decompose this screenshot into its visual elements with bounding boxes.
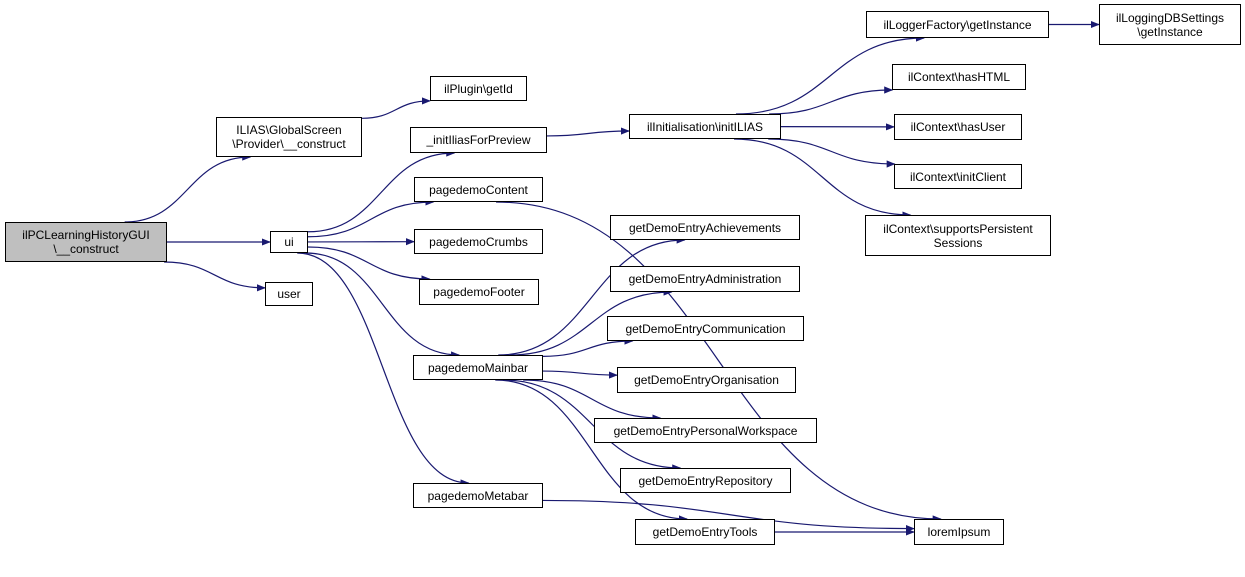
node-getdemoentryadministration[interactable]: getDemoEntryAdministration	[610, 266, 800, 292]
node-provider-construct[interactable]: ILIAS\GlobalScreen\Provider\__construct	[216, 117, 362, 157]
edge-ui-to-pagedemo_metabar	[297, 252, 470, 487]
node-pagedemocrumbs[interactable]: pagedemoCrumbs	[414, 229, 543, 254]
node-ilpclearninghistorygui-construct[interactable]: ilPCLearningHistoryGUI\__construct	[5, 222, 167, 262]
edge-init_ilias-to-context_persistent	[734, 138, 912, 219]
node-label-line: getDemoEntryPersonalWorkspace	[613, 423, 798, 438]
edge-ui-to-pagedemo_mainbar	[305, 252, 461, 359]
node-label-line: ilInitialisation\initILIAS	[646, 119, 764, 134]
edge-pagedemo_mainbar-to-entry_tools	[495, 379, 688, 523]
node-label-line: pagedemoCrumbs	[429, 234, 528, 249]
node-label-line: loremIpsum	[927, 525, 991, 539]
node-label-line: ilPCLearningHistoryGUI	[22, 228, 150, 242]
node-label-line: user	[277, 287, 301, 301]
node-label-line: ui	[284, 235, 294, 249]
node-label-line: ilLoggingDBSettings	[1115, 10, 1225, 25]
node-pagedemometabar[interactable]: pagedemoMetabar	[413, 483, 543, 508]
node-ui[interactable]: ui	[270, 231, 308, 253]
node-label-line: _initIliasForPreview	[426, 133, 531, 147]
node-illoggerfactory-getinstance[interactable]: ilLoggerFactory\getInstance	[866, 11, 1049, 38]
node-label-line: ilContext\supportsPersistent	[883, 221, 1033, 236]
node-getdemoentrypersonalworkspace[interactable]: getDemoEntryPersonalWorkspace	[594, 418, 817, 443]
node-getdemoentrycommunication[interactable]: getDemoEntryCommunication	[607, 316, 804, 341]
edge-init_ilias_preview-to-init_ilias	[546, 127, 630, 137]
edge-ui-to-init_ilias_preview	[307, 149, 456, 233]
node-label-line: \Provider\__construct	[232, 137, 346, 151]
edge-init_ilias-to-logger_factory	[735, 34, 925, 115]
edge-pagedemo_mainbar-to-entry_repository	[503, 379, 682, 472]
node-label-line: Sessions	[933, 235, 983, 250]
node-label-line: \getInstance	[1137, 24, 1203, 39]
node-label-line: getDemoEntryRepository	[638, 473, 773, 488]
edge-init_ilias-to-context_hashtml	[769, 86, 894, 115]
node-illoggingdbsettings-getinstance[interactable]: ilLoggingDBSettings\getInstance	[1099, 4, 1241, 45]
node-initiliasforpreview[interactable]: _initIliasForPreview	[410, 127, 547, 153]
edge-pagedemo_mainbar-to-entry_achievements	[498, 236, 686, 356]
node-label-line: pagedemoFooter	[433, 285, 525, 299]
node-ilcontext-hashtml[interactable]: ilContext\hasHTML	[892, 64, 1026, 90]
node-pagedemomainbar[interactable]: pagedemoMainbar	[413, 355, 543, 380]
node-getdemoentryachievements[interactable]: getDemoEntryAchievements	[610, 215, 800, 240]
edge-init_ilias-to-context_initclient	[768, 138, 896, 168]
node-label-line: ilContext\hasHTML	[907, 70, 1011, 84]
node-label-line: getDemoEntryAdministration	[628, 272, 782, 286]
node-label-line: getDemoEntryOrganisation	[634, 373, 779, 387]
edge-provider_construct-to-plugin_getid	[361, 97, 431, 119]
node-label-line: ilLoggerFactory\getInstance	[883, 17, 1032, 32]
node-label-line: ilPlugin\getId	[444, 81, 513, 96]
node-ilplugin-getid[interactable]: ilPlugin\getId	[430, 76, 527, 101]
node-getdemoentrytools[interactable]: getDemoEntryTools	[635, 519, 775, 545]
node-label-line: pagedemoContent	[429, 182, 528, 197]
edge-pagedemo_mainbar-to-entry_personal_workspace	[523, 379, 662, 422]
node-label-line: getDemoEntryCommunication	[625, 321, 786, 336]
node-label-line: getDemoEntryAchievements	[628, 220, 782, 235]
node-ilinitialisation-initilias[interactable]: ilInitialisation\initILIAS	[629, 114, 781, 139]
node-label-line: ilContext\initClient	[909, 169, 1007, 184]
node-label-line: \__construct	[53, 242, 119, 256]
edge-pagedemo_mainbar-to-entry_communication	[542, 337, 634, 357]
node-loremipsum[interactable]: loremIpsum	[914, 519, 1004, 545]
edge-root-to-user	[164, 261, 266, 292]
edge-ui-to-pagedemo_content	[307, 198, 435, 238]
edge-pagedemo_mainbar-to-entry_organisation	[542, 370, 618, 379]
node-getdemoentryrepository[interactable]: getDemoEntryRepository	[620, 468, 791, 493]
node-pagedemocontent[interactable]: pagedemoContent	[414, 177, 543, 202]
node-label-line: ilContext\hasUser	[910, 120, 1006, 134]
node-ilcontext-hasuser[interactable]: ilContext\hasUser	[894, 114, 1022, 140]
node-label-line: pagedemoMainbar	[427, 360, 529, 375]
edge-ui-to-pagedemo_footer	[307, 246, 431, 283]
edge-pagedemo_content-to-lorem_ipsum	[496, 201, 942, 523]
node-user[interactable]: user	[265, 282, 313, 306]
node-label-line: ILIAS\GlobalScreen	[236, 123, 342, 137]
node-pagedemofooter[interactable]: pagedemoFooter	[419, 279, 539, 305]
edge-pagedemo_mainbar-to-entry_administration	[510, 288, 673, 356]
edge-pagedemo_metabar-to-lorem_ipsum	[542, 499, 915, 533]
node-label-line: pagedemoMetabar	[427, 488, 529, 503]
node-label-line: getDemoEntryTools	[652, 525, 758, 539]
edge-root-to-provider_construct	[124, 153, 252, 223]
node-getdemoentryorganisation[interactable]: getDemoEntryOrganisation	[617, 367, 796, 393]
node-ilcontext-initclient[interactable]: ilContext\initClient	[894, 164, 1022, 189]
